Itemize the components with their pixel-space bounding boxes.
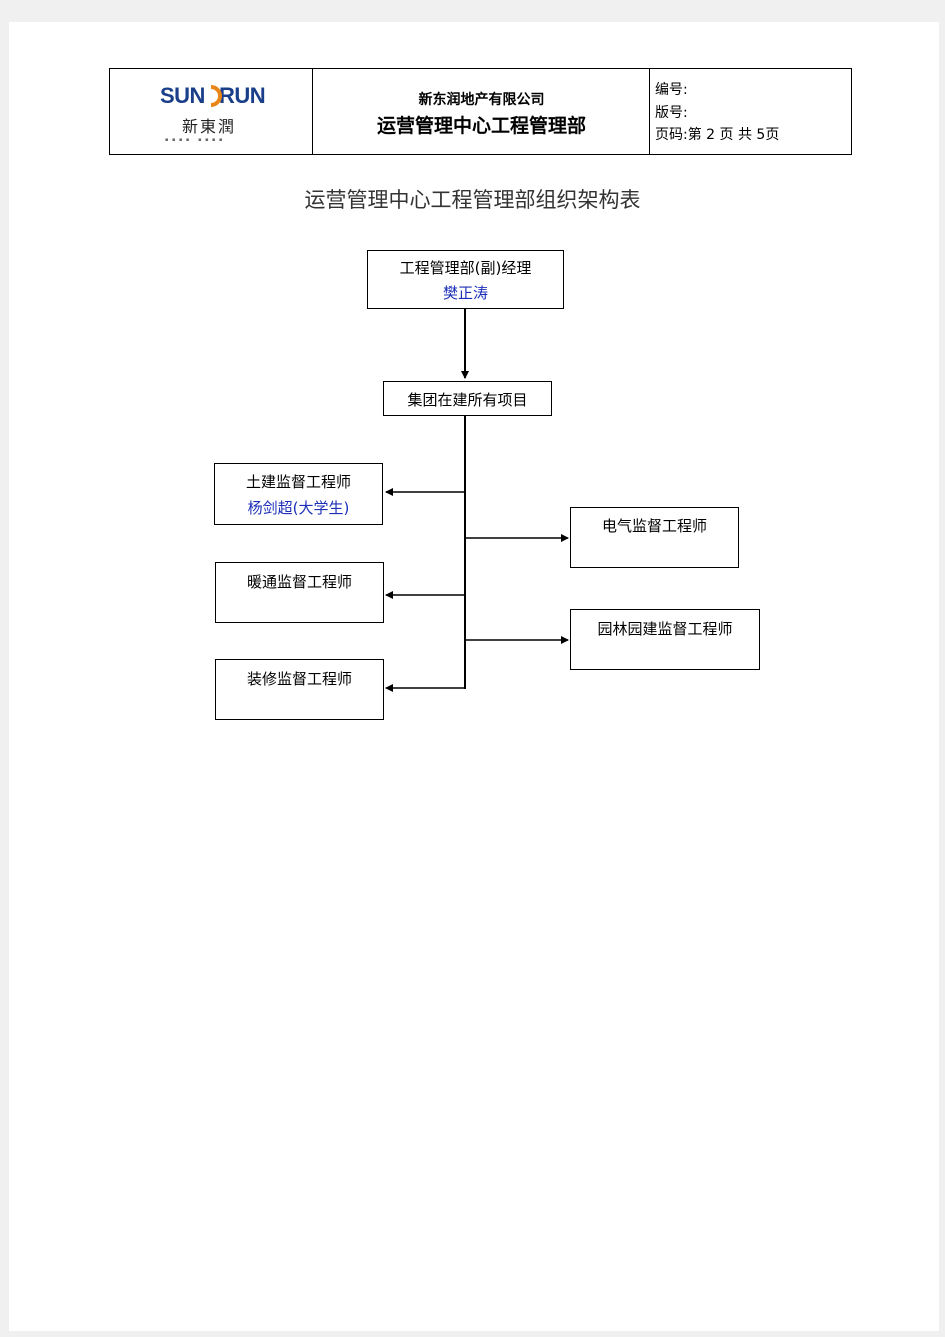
civil-engineer-box: 土建监督工程师 杨剑超(大学生) xyxy=(214,463,383,525)
code-label: 编号: xyxy=(655,82,688,98)
page-number-label: 页码:第 2 页 共 5页 xyxy=(655,127,780,143)
hvac-engineer-box: 暖通监督工程师 xyxy=(215,562,384,623)
hvac-engineer-role: 暖通监督工程师 xyxy=(246,573,352,591)
title-cell: 新东润地产有限公司 运营管理中心工程管理部 xyxy=(313,69,650,154)
electrical-engineer-box: 电气监督工程师 xyxy=(570,507,739,568)
civil-engineer-name: 杨剑超(大学生) xyxy=(247,499,350,517)
civil-engineer-role: 土建监督工程师 xyxy=(245,473,351,491)
page-sheet xyxy=(9,22,939,1331)
electrical-engineer-role: 电气监督工程师 xyxy=(601,517,707,535)
manager-role: 工程管理部(副)经理 xyxy=(399,259,532,277)
landscape-engineer-box: 园林园建监督工程师 xyxy=(570,609,760,670)
decoration-engineer-role: 装修监督工程师 xyxy=(246,670,352,688)
company-logo-chinese: 新東潤 xyxy=(182,117,237,136)
logo-slogan: ▪ ▪ ▪ ▪ ▪ ▪ ▪ ▪ xyxy=(165,137,224,143)
department-name: 运营管理中心工程管理部 xyxy=(376,115,586,137)
company-name: 新东润地产有限公司 xyxy=(418,92,545,108)
manager-box: 工程管理部(副)经理 樊正涛 xyxy=(367,250,564,309)
manager-name: 樊正涛 xyxy=(442,284,488,302)
landscape-engineer-role: 园林园建监督工程师 xyxy=(597,620,733,638)
projects-box: 集团在建所有项目 xyxy=(383,381,552,416)
decoration-engineer-box: 装修监督工程师 xyxy=(215,659,384,720)
logo-arc-icon xyxy=(210,85,222,107)
version-label: 版号: xyxy=(655,105,688,121)
projects-label: 集团在建所有项目 xyxy=(407,391,528,409)
meta-cell: 编号: 版号: 页码:第 2 页 共 5页 xyxy=(650,69,851,154)
page-title: 运营管理中心工程管理部组织架构表 xyxy=(304,188,641,212)
